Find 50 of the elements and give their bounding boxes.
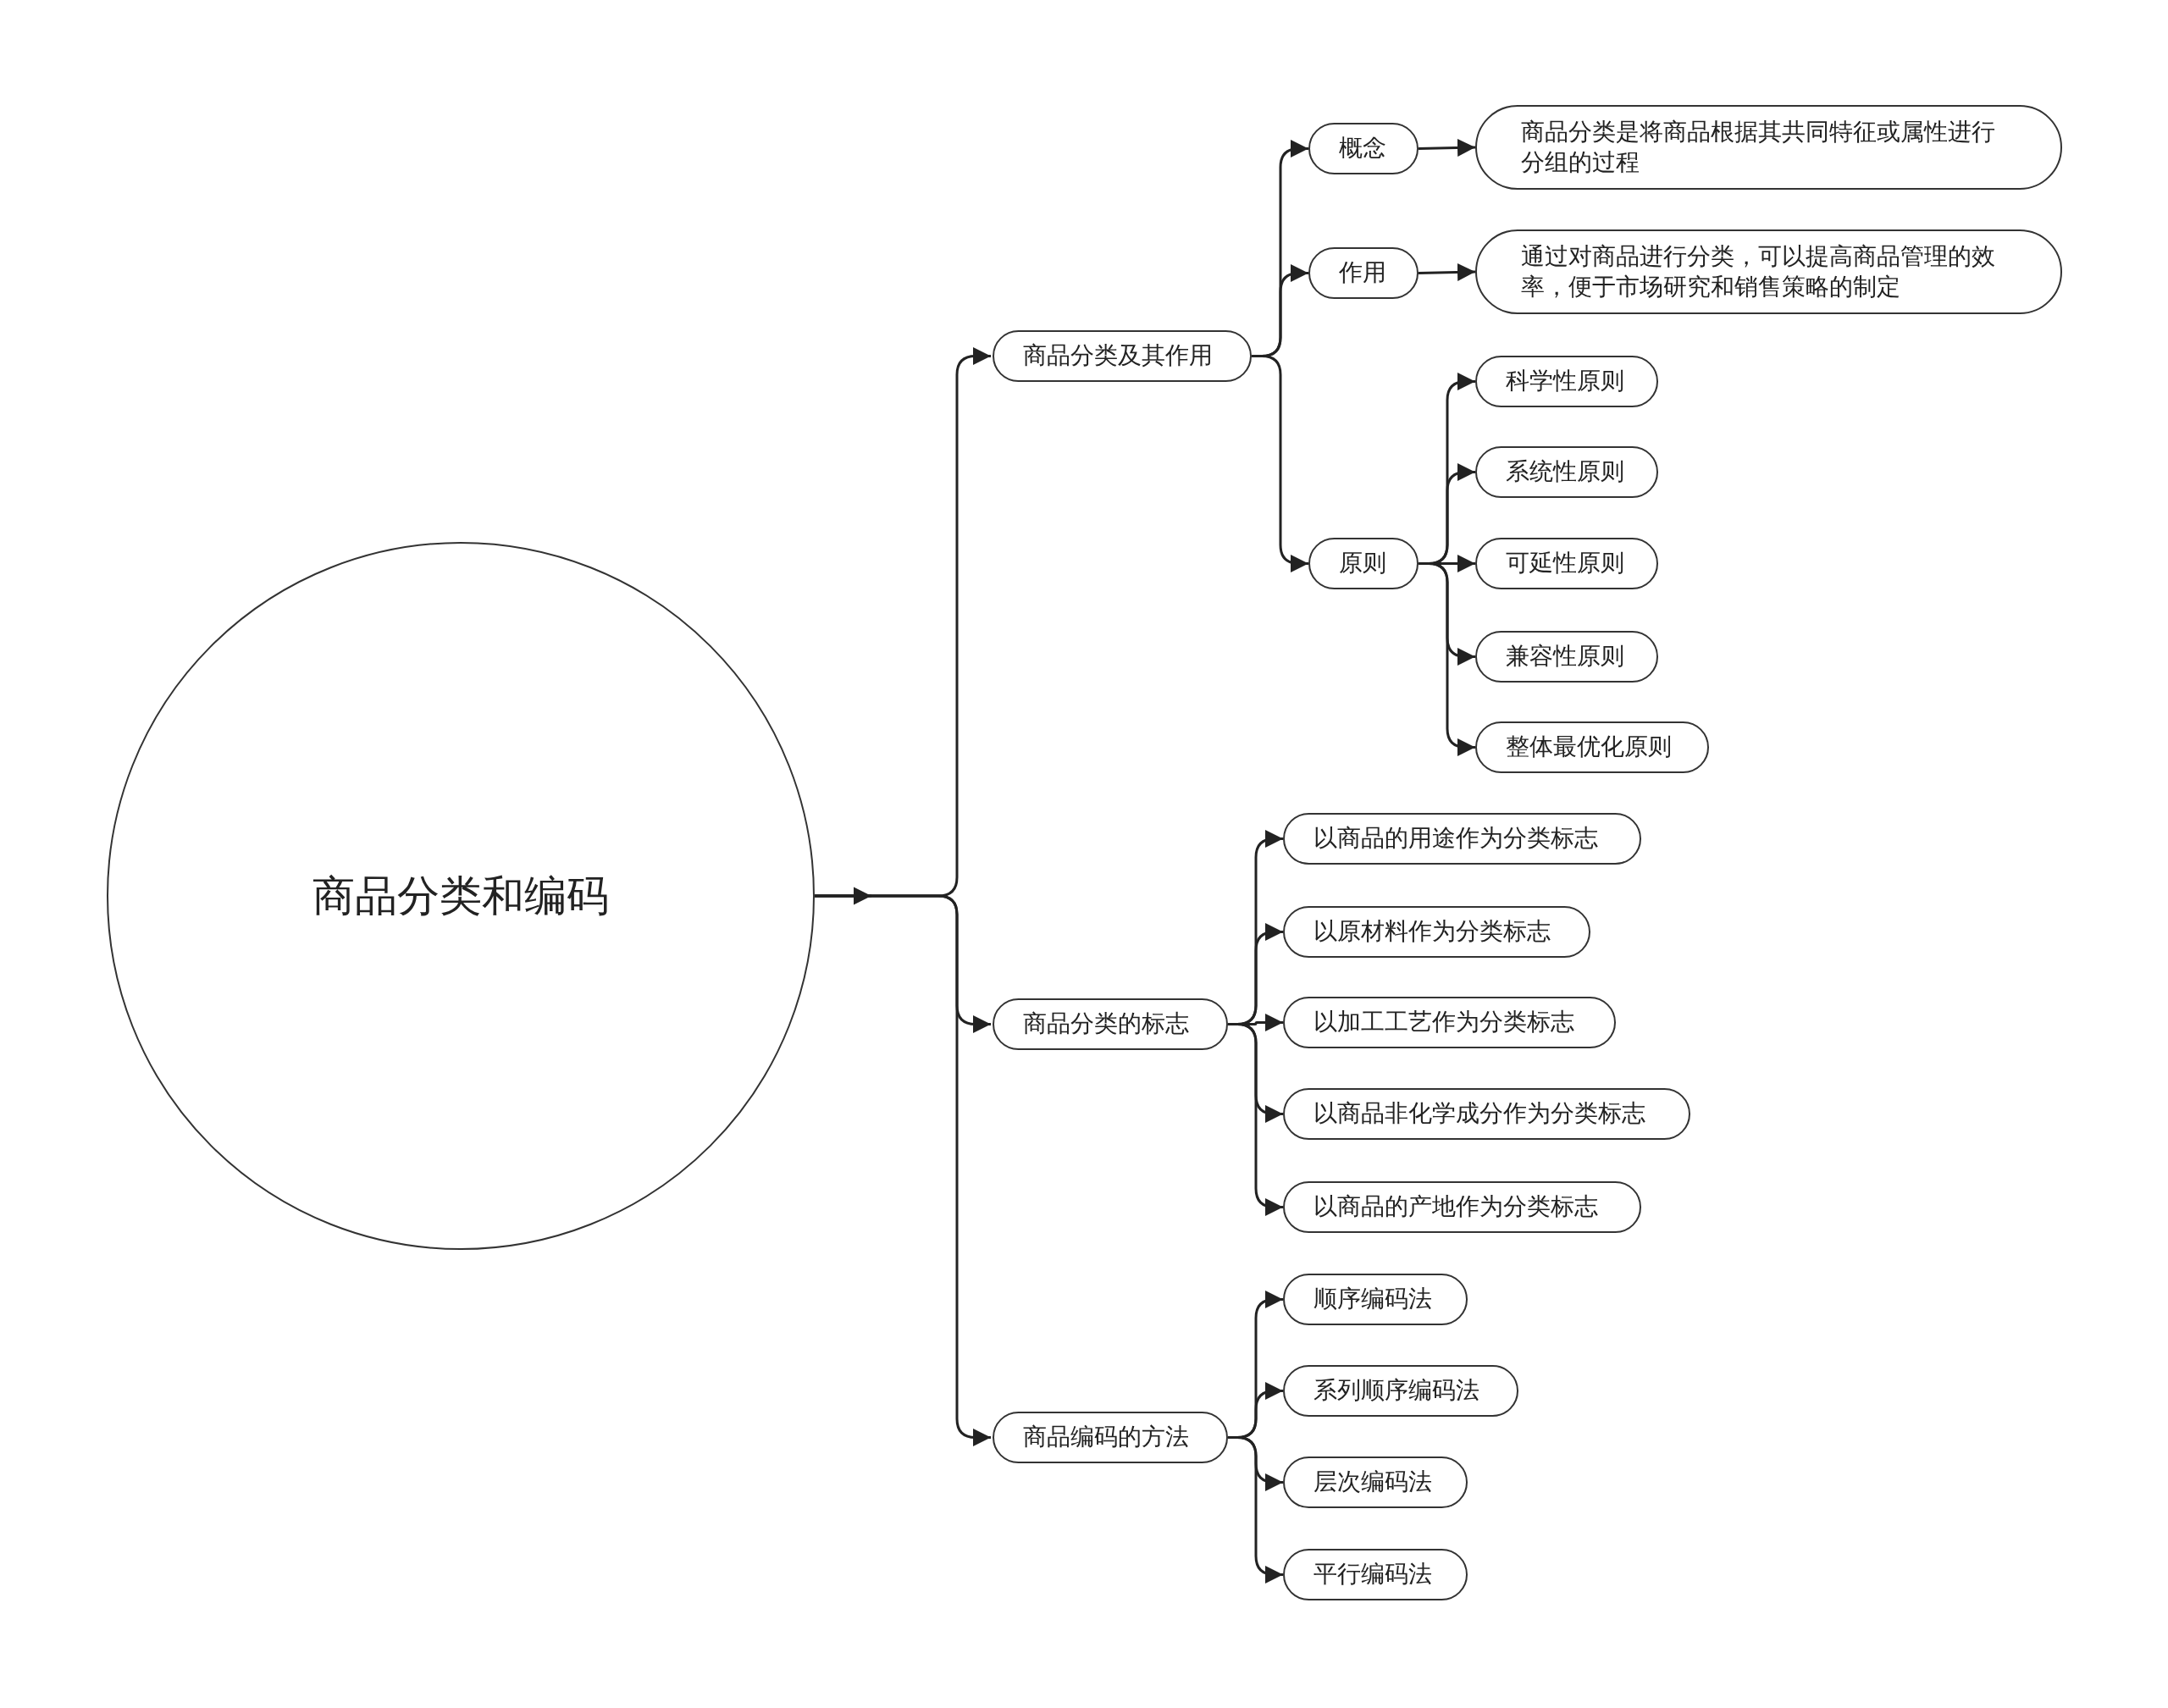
topic-text: 商品分类及其作用 [1023, 340, 1213, 372]
connector-arrow [1228, 1436, 1283, 1584]
topic-text: 系统性原则 [1506, 456, 1624, 488]
topic-pill [993, 1412, 1228, 1463]
connector-arrow [1252, 355, 1308, 572]
topic-pill [1283, 1456, 1468, 1508]
topic-text: 以商品的用途作为分类标志 [1314, 823, 1598, 854]
topic-text: 商品编码的方法 [1023, 1422, 1189, 1453]
topic-pill [1283, 1274, 1468, 1325]
connector-arrow [815, 887, 871, 905]
topic-text: 商品分类和编码 [312, 870, 609, 922]
connector-arrow [1419, 562, 1475, 756]
topic-pill [1283, 997, 1616, 1048]
connector-arrow [1418, 138, 1476, 157]
topic-pill [1283, 1088, 1690, 1140]
topic-text: 层次编码法 [1314, 1467, 1432, 1498]
topic-text: 作用 [1339, 257, 1386, 289]
connector-arrow [1228, 1023, 1283, 1216]
topic-pill [993, 998, 1228, 1050]
topic-pill [1308, 123, 1419, 174]
topic-pill [1475, 631, 1658, 683]
topic-text: 以原材料作为分类标志 [1314, 916, 1551, 948]
topic-text: 以商品非化学成分作为分类标志 [1314, 1098, 1645, 1130]
topic-text: 原则 [1339, 548, 1386, 579]
topic-pill [1308, 538, 1419, 589]
topic-text: 整体最优化原则 [1506, 732, 1672, 763]
topic-pill [1475, 446, 1658, 498]
topic-pill [1283, 813, 1641, 865]
topic-text: 概念 [1339, 133, 1386, 164]
topic-pill [1475, 538, 1658, 589]
topic-pill [1283, 1549, 1468, 1600]
topic-text: 通过对商品进行分类，可以提高商品管理的效率，便于市场研究和销售策略的制定 [1521, 240, 1996, 302]
topic-text: 系列顺序编码法 [1314, 1375, 1479, 1407]
topic-pill [1283, 1181, 1641, 1233]
connector-arrow [1418, 263, 1476, 281]
topic-text: 商品分类的标志 [1023, 1009, 1189, 1040]
topic-pill [1283, 1365, 1518, 1417]
topic-text: 以加工工艺作为分类标志 [1314, 1007, 1574, 1038]
topic-text: 平行编码法 [1314, 1559, 1432, 1590]
topic-pill [1475, 356, 1658, 407]
topic-text: 商品分类是将商品根据其共同特征或属性进行分组的过程 [1521, 116, 1996, 178]
topic-pill [993, 330, 1252, 382]
topic-pill [1475, 721, 1709, 773]
topic-pill [1308, 247, 1419, 299]
topic-text: 以商品的产地作为分类标志 [1314, 1191, 1598, 1223]
topic-pill [1283, 906, 1590, 958]
topic-text: 可延性原则 [1506, 548, 1624, 579]
topic-text: 科学性原则 [1506, 366, 1624, 397]
topic-text: 兼容性原则 [1506, 641, 1624, 672]
topic-text: 顺序编码法 [1314, 1284, 1432, 1315]
